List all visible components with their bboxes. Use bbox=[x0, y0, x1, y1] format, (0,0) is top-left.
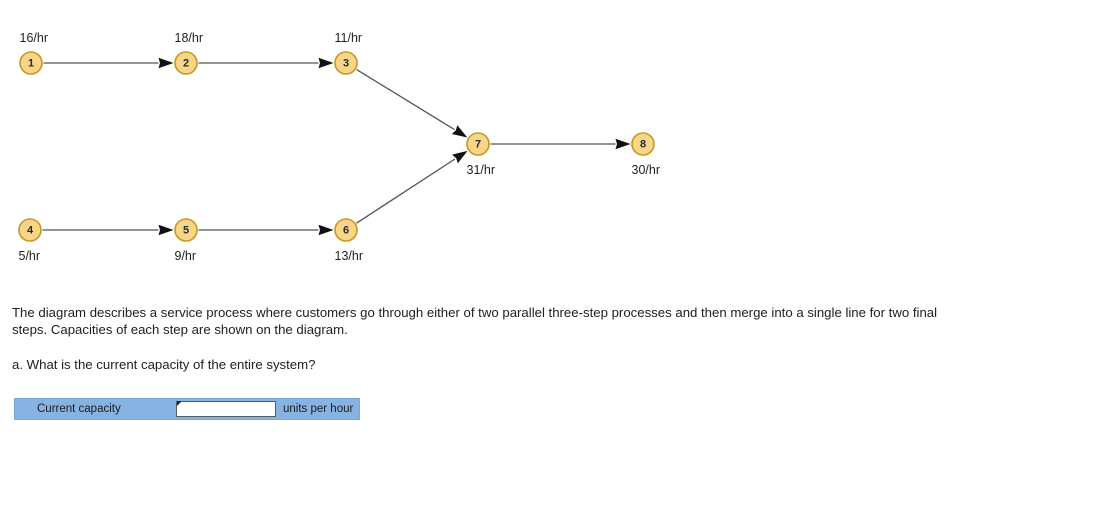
arrowhead bbox=[451, 125, 468, 138]
diagram-description: The diagram describes a service process … bbox=[12, 305, 941, 337]
edge-4-to-5 bbox=[42, 224, 174, 236]
capacity-label-7: 31/hr bbox=[467, 163, 496, 177]
edge-5-to-6 bbox=[198, 224, 334, 236]
node-circle-3 bbox=[334, 51, 358, 75]
edge-1-to-2 bbox=[43, 57, 174, 69]
question-a: a. What is the current capacity of the e… bbox=[12, 357, 316, 372]
node-number-3: 3 bbox=[343, 58, 349, 70]
capacity-label-1: 16/hr bbox=[20, 31, 49, 45]
node-8: 8 30/hr bbox=[631, 132, 661, 177]
answer-input-cell[interactable] bbox=[175, 399, 277, 419]
capacity-label-3: 11/hr bbox=[335, 31, 363, 45]
node-circle-5 bbox=[174, 218, 198, 242]
node-circle-4 bbox=[18, 218, 42, 242]
arrowhead bbox=[158, 57, 174, 69]
node-6: 6 13/hr bbox=[334, 218, 364, 263]
process-flow-diagram: 1 16/hr 2 18/hr 3 11/hr 4 5/hr 5 9/hr 6 13/hr 7 31/hr… bbox=[18, 31, 661, 263]
capacity-label-8: 30/hr bbox=[632, 163, 661, 177]
current-capacity-input[interactable] bbox=[176, 401, 276, 417]
edge-2-to-3 bbox=[198, 57, 334, 69]
capacity-label-4: 5/hr bbox=[19, 249, 41, 263]
node-number-4: 4 bbox=[27, 225, 34, 237]
node-1: 1 16/hr bbox=[19, 31, 49, 75]
node-circle-2 bbox=[174, 51, 198, 75]
node-number-6: 6 bbox=[343, 225, 349, 237]
arrowhead bbox=[318, 224, 334, 236]
node-circle-8 bbox=[631, 132, 655, 156]
answer-table: Current capacity units per hour bbox=[14, 398, 361, 420]
node-number-7: 7 bbox=[475, 139, 481, 151]
edge-3-to-7 bbox=[356, 68, 468, 138]
node-7: 7 31/hr bbox=[466, 132, 496, 177]
edge-6-to-7 bbox=[356, 150, 468, 224]
capacity-label-5: 9/hr bbox=[175, 249, 197, 263]
node-2: 2 18/hr bbox=[174, 31, 204, 75]
node-4: 4 5/hr bbox=[18, 218, 42, 263]
node-circle-1 bbox=[19, 51, 43, 75]
node-number-5: 5 bbox=[183, 225, 189, 237]
node-5: 5 9/hr bbox=[174, 218, 198, 263]
arrowhead bbox=[615, 138, 631, 150]
node-number-1: 1 bbox=[28, 58, 34, 70]
answer-row-label: Current capacity bbox=[37, 403, 121, 415]
arrowhead bbox=[318, 57, 334, 69]
edge-7-to-8 bbox=[490, 138, 631, 150]
node-circle-7 bbox=[466, 132, 490, 156]
node-3: 3 11/hr bbox=[334, 31, 363, 75]
node-number-2: 2 bbox=[183, 58, 189, 70]
arrowhead bbox=[158, 224, 174, 236]
arrowhead bbox=[452, 150, 468, 164]
node-number-8: 8 bbox=[640, 139, 646, 151]
answer-units-label: units per hour bbox=[283, 403, 354, 415]
node-circle-6 bbox=[334, 218, 358, 242]
capacity-label-2: 18/hr bbox=[175, 31, 204, 45]
capacity-label-6: 13/hr bbox=[335, 249, 364, 263]
